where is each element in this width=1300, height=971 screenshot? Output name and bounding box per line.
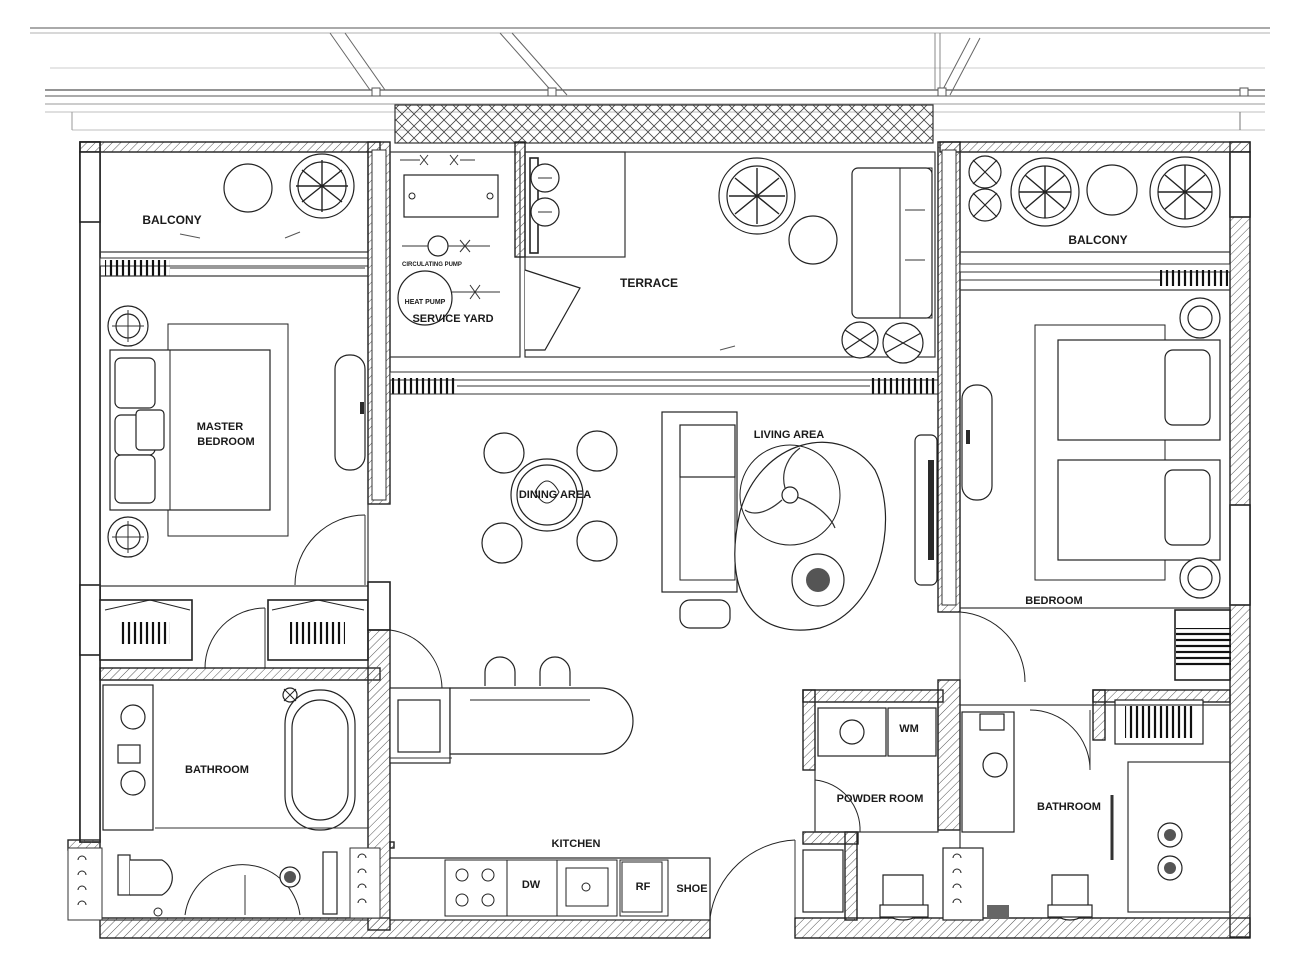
label-heat-pump: HEAT PUMP xyxy=(405,299,446,306)
kitchen xyxy=(389,629,711,921)
label-dining-area: DINING AREA xyxy=(519,489,591,501)
label-master-bedroom-1: MASTER xyxy=(197,421,244,433)
planter-box xyxy=(394,104,934,144)
label-balcony-left: BALCONY xyxy=(142,213,201,227)
right-bedroom xyxy=(959,289,1231,683)
service-yard xyxy=(367,141,526,505)
master-bedroom xyxy=(99,275,391,669)
label-kitchen: KITCHEN xyxy=(552,838,601,850)
left-bathroom xyxy=(67,629,391,931)
powder-room xyxy=(709,689,944,921)
label-dw: DW xyxy=(522,879,541,891)
right-bathroom xyxy=(349,679,1231,921)
label-wm: WM xyxy=(899,723,919,735)
dining-area xyxy=(481,430,618,564)
outer-walls xyxy=(67,141,1251,939)
sliding-door-wall xyxy=(389,371,939,395)
terrace xyxy=(524,151,936,364)
label-shoe: SHOE xyxy=(676,883,707,895)
label-rf: RF xyxy=(636,881,651,893)
label-bedroom: BEDROOM xyxy=(1025,595,1082,607)
label-living-area: LIVING AREA xyxy=(754,429,825,441)
label-bathroom-left: BATHROOM xyxy=(185,764,249,776)
label-master-bedroom-2: BEDROOM xyxy=(197,436,254,448)
label-circulating-pump: CIRCULATING PUMP xyxy=(402,262,462,268)
label-service-yard: SERVICE YARD xyxy=(412,313,493,325)
living-area xyxy=(661,411,938,631)
left-balcony xyxy=(99,151,369,277)
label-terrace: TERRACE xyxy=(620,276,678,290)
label-balcony-right: BALCONY xyxy=(1068,233,1127,247)
room-labels: BALCONY BALCONY TERRACE CIRCULATING PUMP… xyxy=(142,213,1127,895)
label-powder-room: POWDER ROOM xyxy=(837,793,924,805)
label-bathroom-right: BATHROOM xyxy=(1037,801,1101,813)
